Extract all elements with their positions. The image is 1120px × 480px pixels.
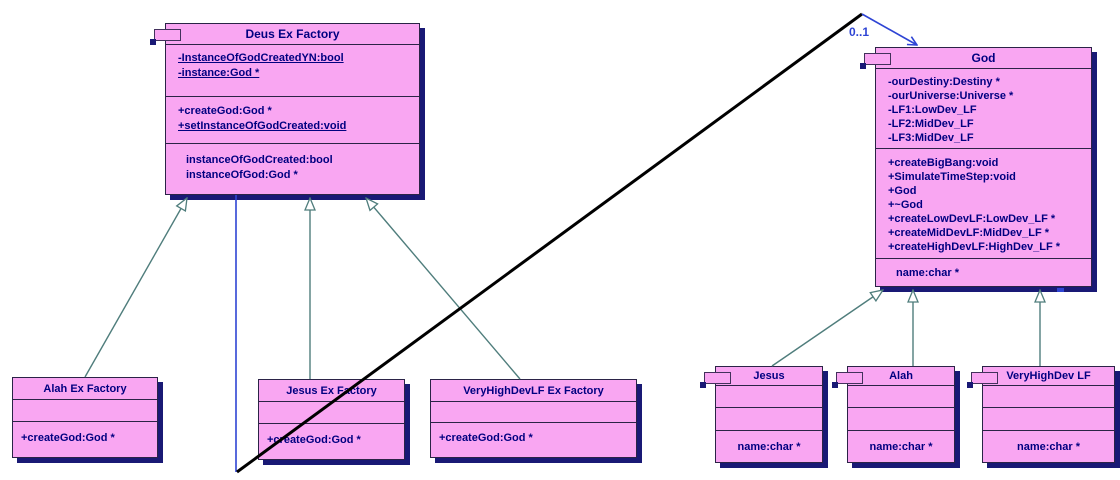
class-method: +createMidDevLF:MidDev_LF *: [888, 227, 1050, 239]
class-box-alah-ex-factory[interactable]: Alah Ex Factory +createGod:God *: [12, 377, 158, 458]
class-member: name:char *: [1017, 441, 1080, 453]
class-member: name:char *: [737, 441, 801, 453]
class-method: +createGod:God *: [439, 432, 533, 444]
class-stereotype-icon: [860, 53, 891, 69]
class-method: +~God: [888, 199, 923, 211]
class-method: +createBigBang:void: [888, 157, 999, 169]
class-box-deus-ex-factory[interactable]: Deus Ex Factory -InstanceOfGodCreatedYN:…: [150, 23, 420, 195]
class-stereotype-icon: [967, 372, 998, 388]
class-stereotype-icon: [700, 372, 731, 388]
class-box-god[interactable]: God -ourDestiny:Destiny * -ourUniverse:U…: [860, 47, 1092, 287]
class-title: Deus Ex Factory: [245, 27, 340, 41]
class-attribute: -LF1:LowDev_LF: [888, 104, 977, 116]
class-method: +createLowDevLF:LowDev_LF *: [888, 213, 1056, 225]
class-box-jesus[interactable]: Jesus name:char *: [700, 366, 823, 463]
association-arrow-to-god[interactable]: [861, 13, 917, 45]
class-title: VeryHighDevLF Ex Factory: [463, 384, 604, 397]
class-method: +createHighDevLF:HighDev_LF *: [888, 241, 1061, 253]
class-title: Alah: [889, 370, 913, 382]
class-title: VeryHighDev LF: [1006, 370, 1091, 382]
class-stereotype-icon: [832, 372, 863, 388]
inheritance-arrow-jesus-to-god[interactable]: [771, 290, 883, 367]
inheritance-arrow-veryhighdevlf-ex-factory-to-deus[interactable]: [366, 198, 521, 380]
class-title: Jesus Ex Factory: [286, 384, 377, 397]
class-method: +setInstanceOfGodCreated:void: [178, 120, 347, 132]
class-title: God: [971, 51, 996, 65]
class-member: instanceOfGodCreated:bool: [186, 154, 333, 166]
association-multiplicity-label[interactable]: 0..1: [849, 25, 870, 39]
class-member: instanceOfGod:God *: [186, 169, 298, 181]
class-title: Alah Ex Factory: [43, 382, 127, 395]
class-attribute: -ourUniverse:Universe *: [888, 90, 1014, 102]
class-attribute: -ourDestiny:Destiny *: [888, 76, 1000, 88]
class-title: Jesus: [753, 370, 785, 382]
class-attribute: -LF3:MidDev_LF: [888, 132, 974, 144]
class-method: +createGod:God *: [21, 432, 115, 444]
class-attribute: -LF2:MidDev_LF: [888, 118, 974, 130]
class-box-jesus-ex-factory[interactable]: Jesus Ex Factory +createGod:God *: [258, 379, 405, 460]
inheritance-arrow-alah-ex-factory-to-deus[interactable]: [84, 198, 187, 378]
selection-handle-mark: [1057, 288, 1064, 292]
class-method: +createGod:God *: [267, 434, 361, 446]
class-member: name:char *: [869, 441, 933, 453]
class-stereotype-icon: [150, 29, 181, 45]
class-method: +SimulateTimeStep:void: [888, 171, 1016, 183]
class-member: name:char *: [896, 267, 959, 279]
class-box-veryhighdevlf-ex-factory[interactable]: VeryHighDevLF Ex Factory +createGod:God …: [430, 379, 637, 458]
class-box-alah[interactable]: Alah name:char *: [832, 366, 955, 463]
class-method: +God: [888, 185, 917, 197]
class-box-veryhighdev-lf[interactable]: VeryHighDev LF name:char *: [967, 366, 1115, 463]
class-attribute: -instance:God *: [178, 67, 260, 79]
class-attribute: -InstanceOfGodCreatedYN:bool: [178, 52, 344, 64]
class-method: +createGod:God *: [178, 105, 272, 117]
